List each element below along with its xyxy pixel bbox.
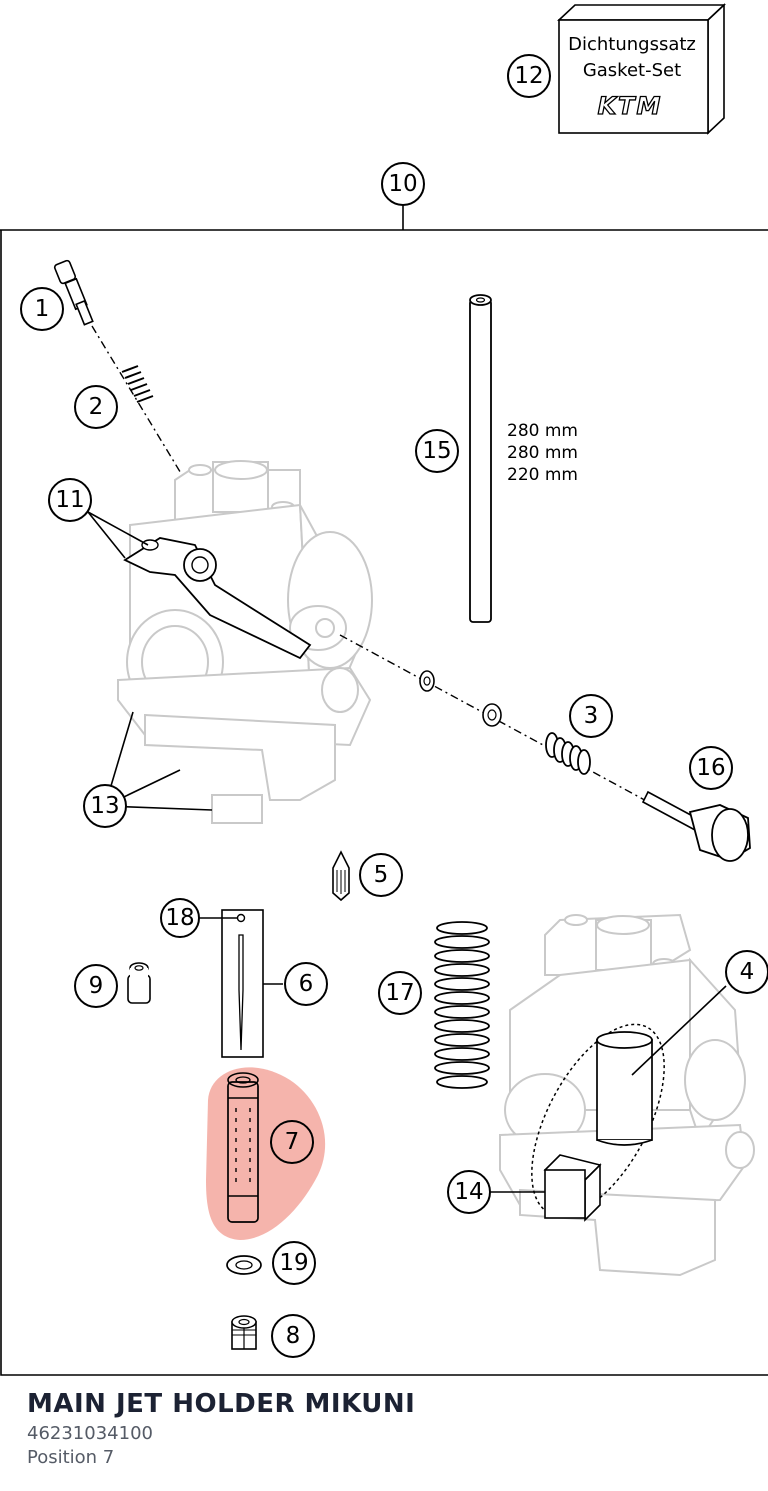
throttle-slide bbox=[596, 1031, 653, 1146]
pilot-jet bbox=[127, 962, 151, 1004]
svg-text:8: 8 bbox=[286, 1323, 301, 1349]
callout-4: 4 bbox=[725, 950, 768, 994]
callout-3: 3 bbox=[569, 694, 613, 738]
svg-text:1: 1 bbox=[35, 296, 50, 322]
callout-7: 7 bbox=[270, 1120, 314, 1164]
callout-9: 9 bbox=[74, 964, 118, 1008]
svg-text:11: 11 bbox=[55, 487, 84, 513]
tube-length-1: 280 mm bbox=[507, 421, 578, 441]
tube-length-2: 280 mm bbox=[507, 443, 578, 463]
svg-text:16: 16 bbox=[696, 755, 725, 781]
callout-17: 17 bbox=[378, 971, 422, 1015]
callout-12: 12 bbox=[507, 54, 551, 98]
svg-text:10: 10 bbox=[388, 171, 417, 197]
exploded-parts-diagram: Dichtungssatz Gasket-Set KTM bbox=[0, 3, 768, 1376]
svg-text:6: 6 bbox=[299, 971, 314, 997]
idle-spring bbox=[545, 732, 591, 775]
part-position: Position 7 bbox=[27, 1447, 115, 1468]
callout-14: 14 bbox=[447, 1170, 491, 1214]
svg-text:15: 15 bbox=[422, 438, 451, 464]
part-title: MAIN JET HOLDER MIKUNI bbox=[27, 1389, 416, 1419]
gasket-set-label-en: Gasket-Set bbox=[583, 60, 681, 81]
idle-adjust-screw bbox=[641, 790, 751, 862]
callout-1: 1 bbox=[20, 287, 64, 331]
carburetor-body-top bbox=[117, 460, 373, 824]
washer-a bbox=[419, 670, 435, 692]
part-number: 46231034100 bbox=[27, 1423, 153, 1444]
callout-15: 15 bbox=[415, 429, 459, 473]
callout-6: 6 bbox=[284, 962, 328, 1006]
assembly-frame bbox=[0, 229, 768, 1376]
slide-spring bbox=[434, 921, 490, 1089]
svg-text:14: 14 bbox=[454, 1179, 483, 1205]
carburetor-body-bottom bbox=[499, 913, 755, 1277]
gasket-set-box: Dichtungssatz Gasket-Set KTM bbox=[556, 3, 727, 135]
svg-text:7: 7 bbox=[285, 1129, 300, 1155]
gasket-set-label-de: Dichtungssatz bbox=[568, 34, 696, 55]
needle-clip bbox=[236, 913, 246, 923]
throttle-lever bbox=[123, 537, 312, 660]
main-jet bbox=[231, 1315, 257, 1350]
tube-length-3: 220 mm bbox=[507, 465, 578, 485]
adjuster-spring bbox=[121, 365, 154, 403]
float-needle-valve bbox=[332, 850, 350, 902]
svg-text:13: 13 bbox=[90, 793, 119, 819]
svg-text:18: 18 bbox=[165, 905, 194, 931]
highlight-zone bbox=[206, 1067, 326, 1240]
washer-b bbox=[482, 703, 502, 727]
svg-text:9: 9 bbox=[89, 973, 104, 999]
part-caption: MAIN JET HOLDER MIKUNI 46231034100 Posit… bbox=[27, 1386, 747, 1470]
svg-text:17: 17 bbox=[385, 980, 414, 1006]
svg-text:5: 5 bbox=[374, 862, 389, 888]
callout-10: 10 bbox=[381, 162, 425, 206]
float-block bbox=[543, 1154, 602, 1222]
callout-11: 11 bbox=[48, 478, 92, 522]
vent-tube bbox=[469, 294, 492, 623]
svg-text:12: 12 bbox=[514, 63, 543, 89]
callout-5: 5 bbox=[359, 853, 403, 897]
callout-16: 16 bbox=[689, 746, 733, 790]
callout-2: 2 bbox=[74, 385, 118, 429]
main-jet-holder bbox=[227, 1072, 259, 1223]
svg-text:3: 3 bbox=[584, 703, 599, 729]
svg-text:19: 19 bbox=[279, 1250, 308, 1276]
jet-washer bbox=[226, 1255, 262, 1275]
svg-text:2: 2 bbox=[89, 394, 104, 420]
callout-8: 8 bbox=[271, 1314, 315, 1358]
ktm-logo: KTM bbox=[598, 92, 663, 120]
jet-needle bbox=[238, 934, 244, 1051]
callout-13: 13 bbox=[83, 784, 127, 828]
callout-18: 18 bbox=[160, 898, 200, 938]
callout-19: 19 bbox=[272, 1241, 316, 1285]
svg-text:4: 4 bbox=[740, 959, 755, 985]
throttle-stop-screw bbox=[53, 259, 94, 326]
